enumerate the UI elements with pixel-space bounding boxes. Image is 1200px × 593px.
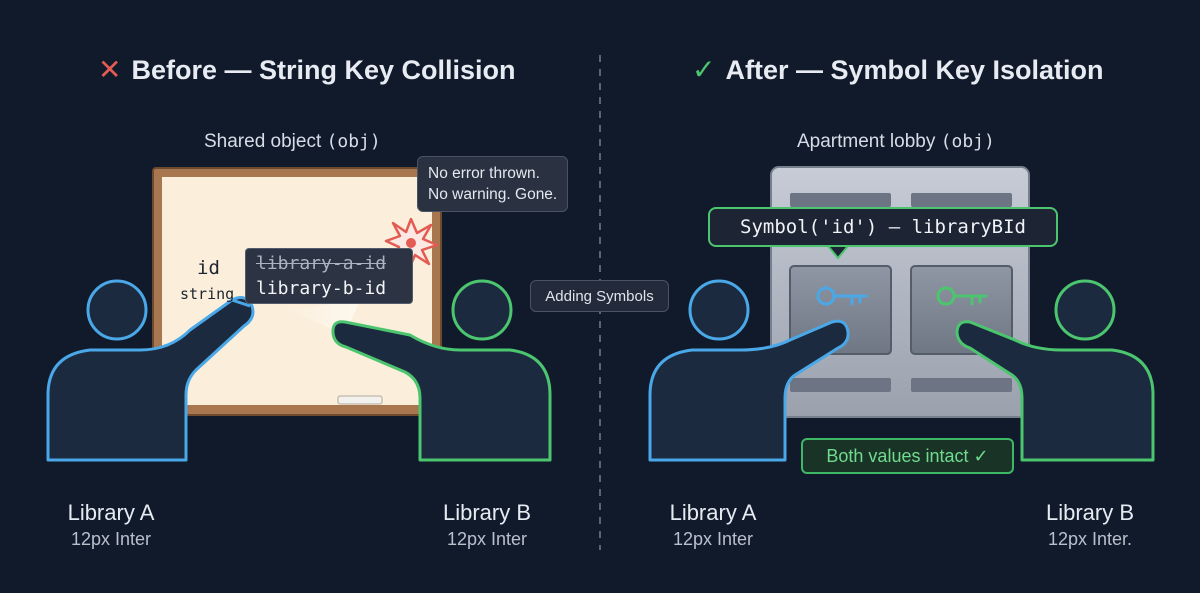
after-caption-code: (obj) [940, 131, 995, 152]
new-value: library-b-id [256, 278, 387, 299]
key-icon-library-a [816, 286, 868, 306]
library-a-figure [46, 279, 255, 462]
after-caption-text: Apartment lobby [797, 131, 936, 152]
board-type-label: string [180, 285, 235, 303]
before-caption-code: (obj) [326, 131, 381, 152]
board-key-label: id [197, 257, 220, 279]
after-library-b-font: 12px Inter. [1047, 529, 1133, 549]
before-library-a-name: Library A [67, 500, 155, 525]
after-title: After — Symbol Key Isolation [725, 54, 1104, 85]
library-b-figure [331, 279, 552, 462]
old-value: library-a-id [256, 253, 387, 274]
before-title: Before — String Key Collision [131, 54, 516, 85]
before-heading: ✕ Before — String Key Collision [98, 52, 516, 88]
after-caption: Apartment lobby (obj) [797, 131, 995, 153]
after-library-b-name: Library B [1045, 500, 1135, 525]
warning-tooltip: No error thrown. No warning. Gone. [417, 156, 569, 212]
key-icon-library-b [936, 286, 988, 306]
x-mark-icon: ✕ [98, 54, 122, 85]
before-library-a-font: 12px Inter [70, 529, 152, 549]
library-a-figure-after [648, 279, 850, 462]
value-popup: library-a-id library-b-id [245, 248, 413, 304]
result-badge: Both values intact ✓ [801, 438, 1014, 474]
before-library-b-name: Library B [442, 500, 532, 525]
library-b-figure-after [955, 279, 1155, 462]
transition-badge: Adding Symbols [530, 280, 669, 312]
before-library-b-font: 12px Inter [446, 529, 528, 549]
after-library-a-font: 12px Inter [672, 529, 754, 549]
check-mark-icon: ✓ [692, 54, 716, 85]
tooltip-line-2: No warning. Gone. [428, 186, 558, 203]
after-heading: ✓ After — Symbol Key Isolation [692, 52, 1104, 88]
before-caption: Shared object (obj) [204, 131, 381, 153]
tooltip-line-1: No error thrown. [428, 165, 540, 182]
before-caption-text: Shared object [204, 131, 322, 152]
symbol-key-label: Symbol('id') — libraryBId [708, 207, 1058, 247]
after-library-a-name: Library A [669, 500, 757, 525]
